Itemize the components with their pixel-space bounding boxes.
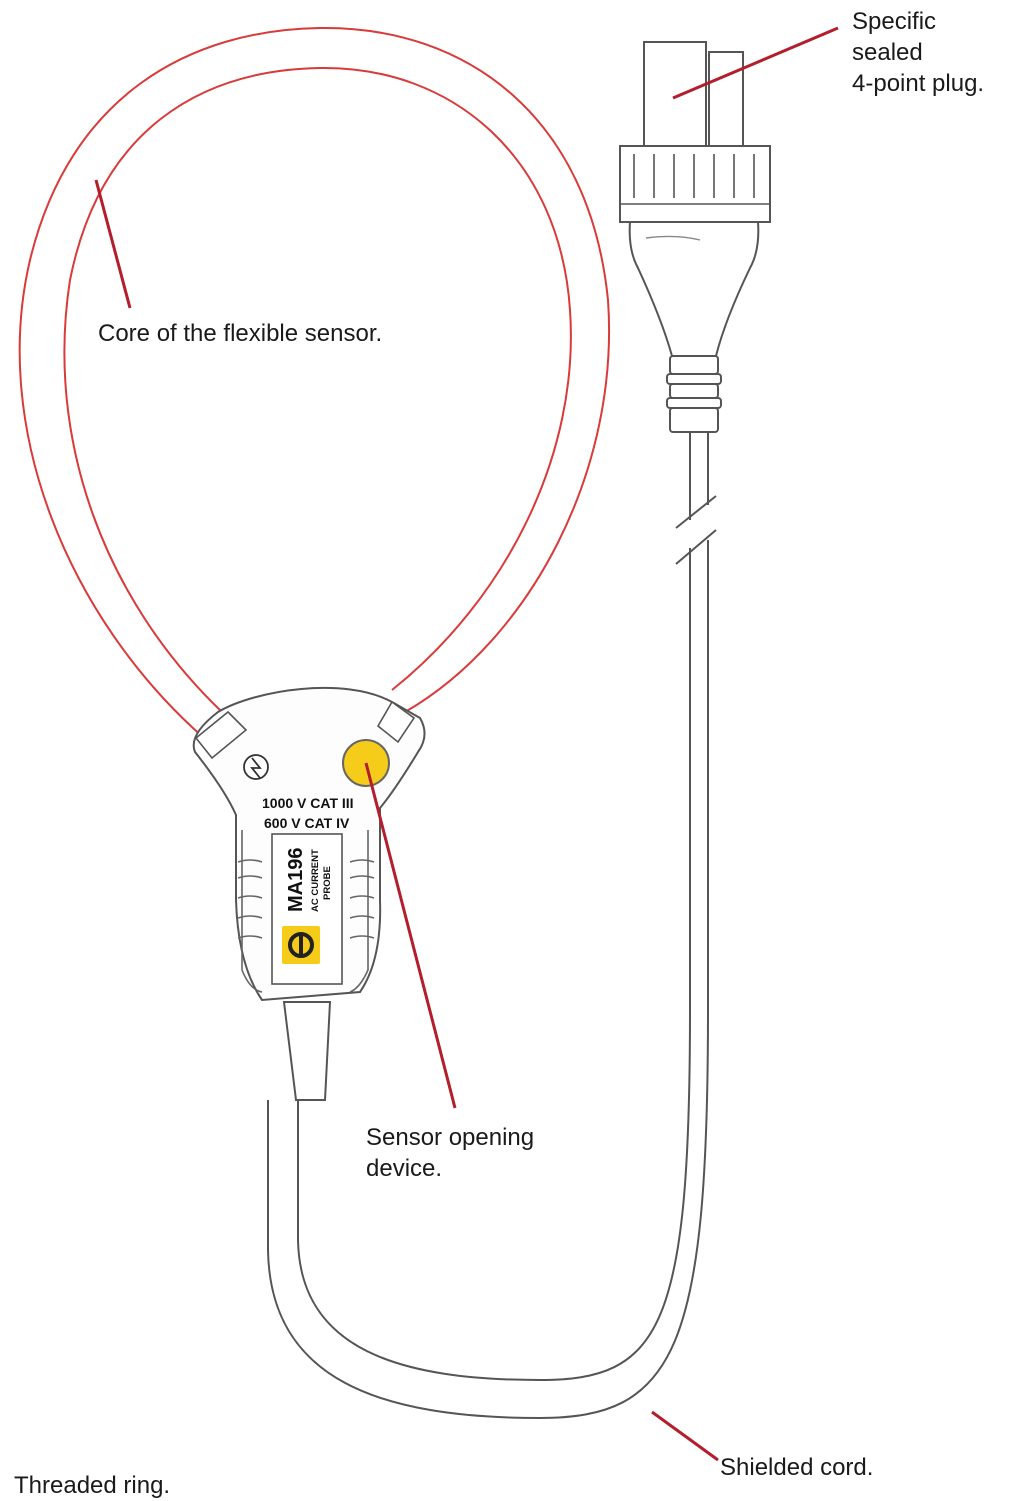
label-opening: Sensor opening device. — [366, 1122, 534, 1184]
shielded-cord — [267, 432, 717, 1420]
warning-symbol-icon — [243, 754, 269, 780]
leader-lines — [94, 26, 839, 1462]
label-opening-line-2: device. — [366, 1155, 443, 1182]
probe-type-line-2: PROBE — [322, 866, 333, 900]
probe-rating-line-2: 600 V CAT IV — [264, 815, 350, 831]
label-opening-line-1: Sensor opening — [366, 1124, 535, 1151]
probe-model: MA196 — [285, 848, 307, 912]
label-plug-line-3: 4-point plug. — [852, 70, 985, 97]
label-cord: Shielded cord. — [720, 1454, 874, 1481]
sealed-plug — [619, 41, 771, 433]
leader-cord — [651, 1410, 719, 1462]
probe-rating-line-1: 1000 V CAT III — [262, 795, 354, 811]
label-core: Core of the flexible sensor. — [98, 320, 383, 347]
plug-prong-small — [708, 51, 744, 151]
leader-core — [94, 179, 132, 309]
probe-body: 1000 V CAT III 600 V CAT IV MA196 AC CUR… — [192, 686, 426, 1101]
label-plug-line-1: Specific — [852, 8, 937, 35]
flexible-sensor-loop — [18, 26, 610, 739]
label-plug-line-2: sealed — [852, 39, 923, 66]
probe-type-line-1: AC CURRENT — [310, 849, 321, 912]
leader-opening — [364, 762, 457, 1109]
threaded-ring — [619, 145, 771, 223]
leader-plug — [672, 26, 839, 100]
label-ring: Threaded ring. — [14, 1472, 171, 1499]
label-plug: Specific sealed 4-point plug. — [852, 6, 984, 99]
